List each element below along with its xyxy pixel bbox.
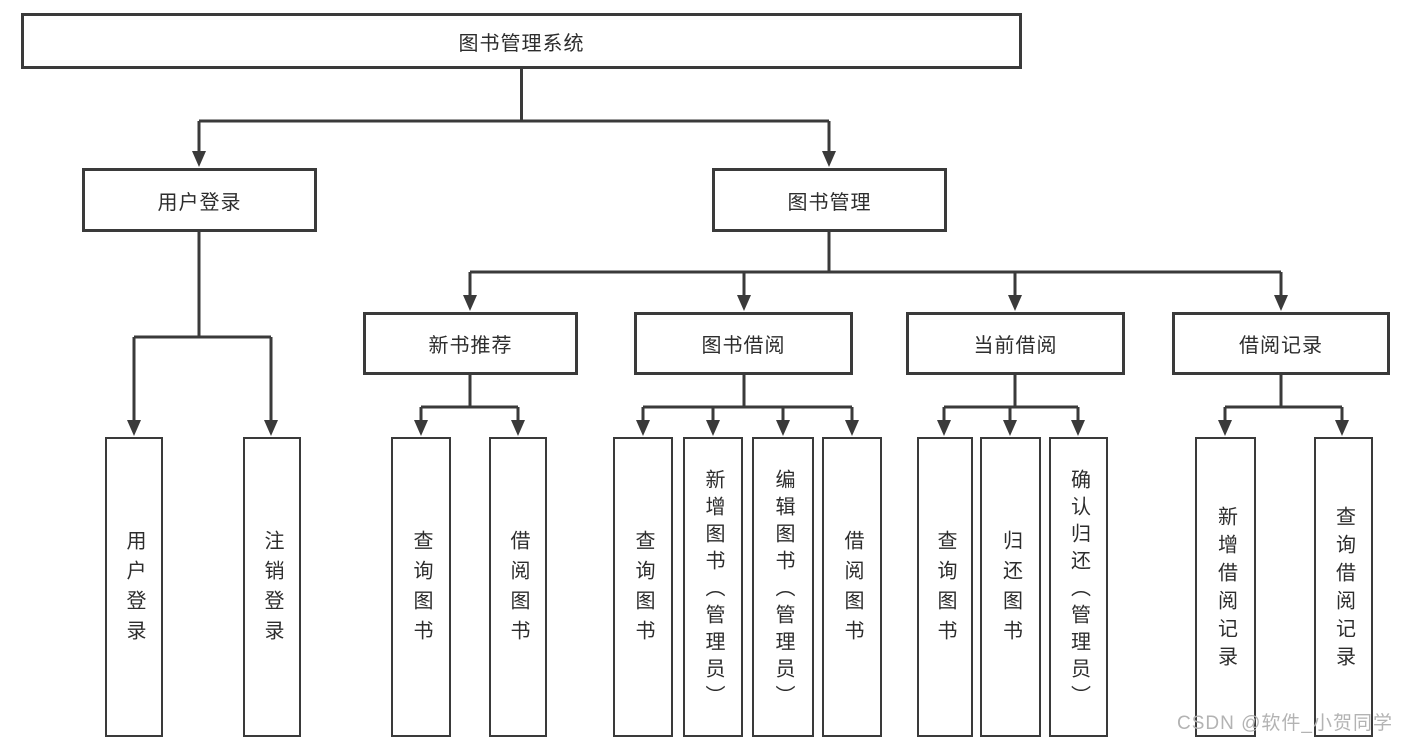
arrow-leaf-cb-query (937, 420, 951, 436)
arrow-user-login (192, 151, 206, 167)
arrow-leaf-nb-borrow (511, 420, 525, 436)
arrow-leaf-br-query (1335, 420, 1349, 436)
leaf-borrow-query-books: 查询图书 (613, 437, 673, 737)
node-borrow-record: 借阅记录 (1172, 312, 1390, 375)
node-new-book-recommend: 新书推荐 (363, 312, 578, 375)
leaf-current-confirm-return-admin: 确认归还（管理员） (1049, 437, 1108, 737)
leaf-record-add-borrow-record: 新增借阅记录 (1195, 437, 1256, 737)
arrow-leaf-bb-query (636, 420, 650, 436)
leaf-current-query-books: 查询图书 (917, 437, 973, 737)
arrow-new-book-rec (463, 295, 477, 311)
connector-strokes (132, 69, 1344, 421)
arrow-book-mgmt (822, 151, 836, 167)
arrow-leaf-logout (264, 420, 278, 436)
node-library-system: 图书管理系统 (21, 13, 1022, 69)
leaf-borrow-borrow-books: 借阅图书 (822, 437, 882, 737)
arrow-leaf-bb-edit (776, 420, 790, 436)
leaf-borrow-edit-books-admin: 编辑图书（管理员） (752, 437, 814, 737)
leaf-borrow-add-books-admin: 新增图书（管理员） (683, 437, 743, 737)
arrow-borrow-record (1274, 295, 1288, 311)
node-book-borrow: 图书借阅 (634, 312, 853, 375)
arrow-leaf-nb-query (414, 420, 428, 436)
leaf-current-return-books: 归还图书 (980, 437, 1041, 737)
node-book-management: 图书管理 (712, 168, 947, 232)
arrow-book-borrow (737, 295, 751, 311)
node-current-borrow: 当前借阅 (906, 312, 1125, 375)
arrow-leaf-cb-confirm (1071, 420, 1085, 436)
leaf-user-login: 用户登录 (105, 437, 163, 737)
node-user-login: 用户登录 (82, 168, 317, 232)
arrow-leaf-bb-borrow (845, 420, 859, 436)
arrow-leaf-bb-add (706, 420, 720, 436)
leaf-logout: 注销登录 (243, 437, 301, 737)
arrowheads (127, 151, 1349, 436)
arrow-leaf-user-login (127, 420, 141, 436)
leaf-newbook-query-books: 查询图书 (391, 437, 451, 737)
leaf-record-query-borrow-record: 查询借阅记录 (1314, 437, 1373, 737)
arrow-leaf-br-add (1218, 420, 1232, 436)
leaf-newbook-borrow-books: 借阅图书 (489, 437, 547, 737)
csdn-watermark: CSDN @软件_小贺同学 (1177, 713, 1393, 734)
arrow-leaf-cb-return (1003, 420, 1017, 436)
arrow-current-borrow (1008, 295, 1022, 311)
